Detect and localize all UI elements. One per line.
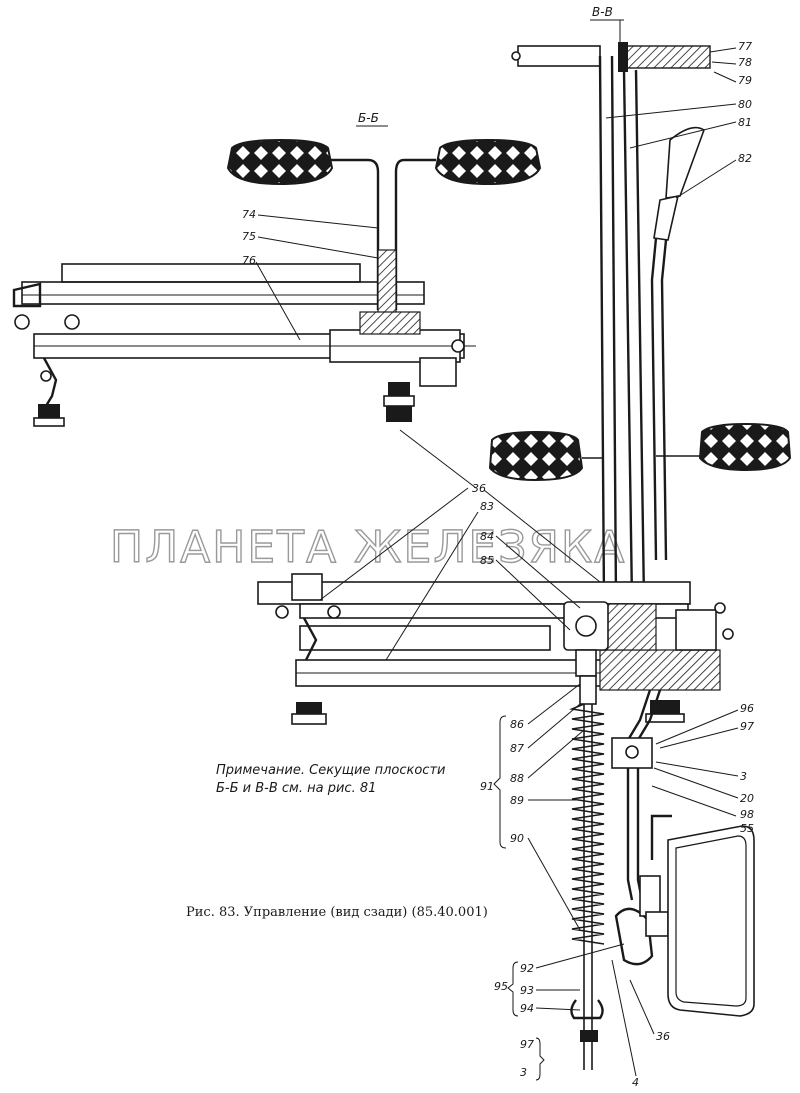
pedal-right [434,138,542,186]
label-83a: 83 [480,500,494,513]
label-79: 79 [738,74,752,87]
label-95: 95 [494,980,508,993]
label-85: 85 [480,554,494,567]
section-v-v-view: В-В [257,5,792,1089]
label-74: 74 [242,208,256,221]
label-90: 90 [510,832,524,845]
label-3a: 3 [740,770,747,783]
label-97b: 97 [520,1038,534,1051]
pedal-lower-left [488,430,584,482]
label-36a: 36 [472,482,486,495]
section-b-b-view: Б-Б [12,111,542,427]
label-75: 75 [242,230,256,243]
pedal-lower-right [698,422,792,472]
label-91: 91 [480,780,494,793]
section-b-b-label: Б-Б [358,111,379,125]
label-82: 82 [738,152,752,165]
label-84: 84 [480,530,494,543]
spring [569,703,605,945]
watermark: ПЛАНЕТА ЖЕЛЕЗЯКА [110,522,626,573]
label-92: 92 [520,962,534,975]
label-86: 86 [510,718,524,731]
label-55: 55 [740,822,754,835]
label-81: 81 [738,116,752,129]
label-3b: 3 [520,1066,527,1079]
label-97a: 97 [740,720,754,733]
pedal-left [226,138,334,186]
note-line-2: Б-Б и В-В см. на рис. 81 [216,781,376,796]
label-4: 4 [632,1076,639,1089]
label-88: 88 [510,772,524,785]
label-36b: 36 [656,1030,670,1043]
label-94: 94 [520,1002,534,1015]
note-line-1: Примечание. Секущие плоскости [216,763,445,778]
label-78: 78 [738,56,752,69]
label-76: 76 [242,254,256,267]
label-89: 89 [510,794,524,807]
section-v-v-label: В-В [592,5,613,19]
label-77: 77 [738,40,752,53]
label-20: 20 [740,792,754,805]
figure-caption: Рис. 83. Управление (вид сзади) (85.40.0… [186,905,488,920]
label-80: 80 [738,98,752,111]
label-93: 93 [520,984,534,997]
label-96: 96 [740,702,754,715]
label-87: 87 [510,742,524,755]
label-98: 98 [740,808,754,821]
